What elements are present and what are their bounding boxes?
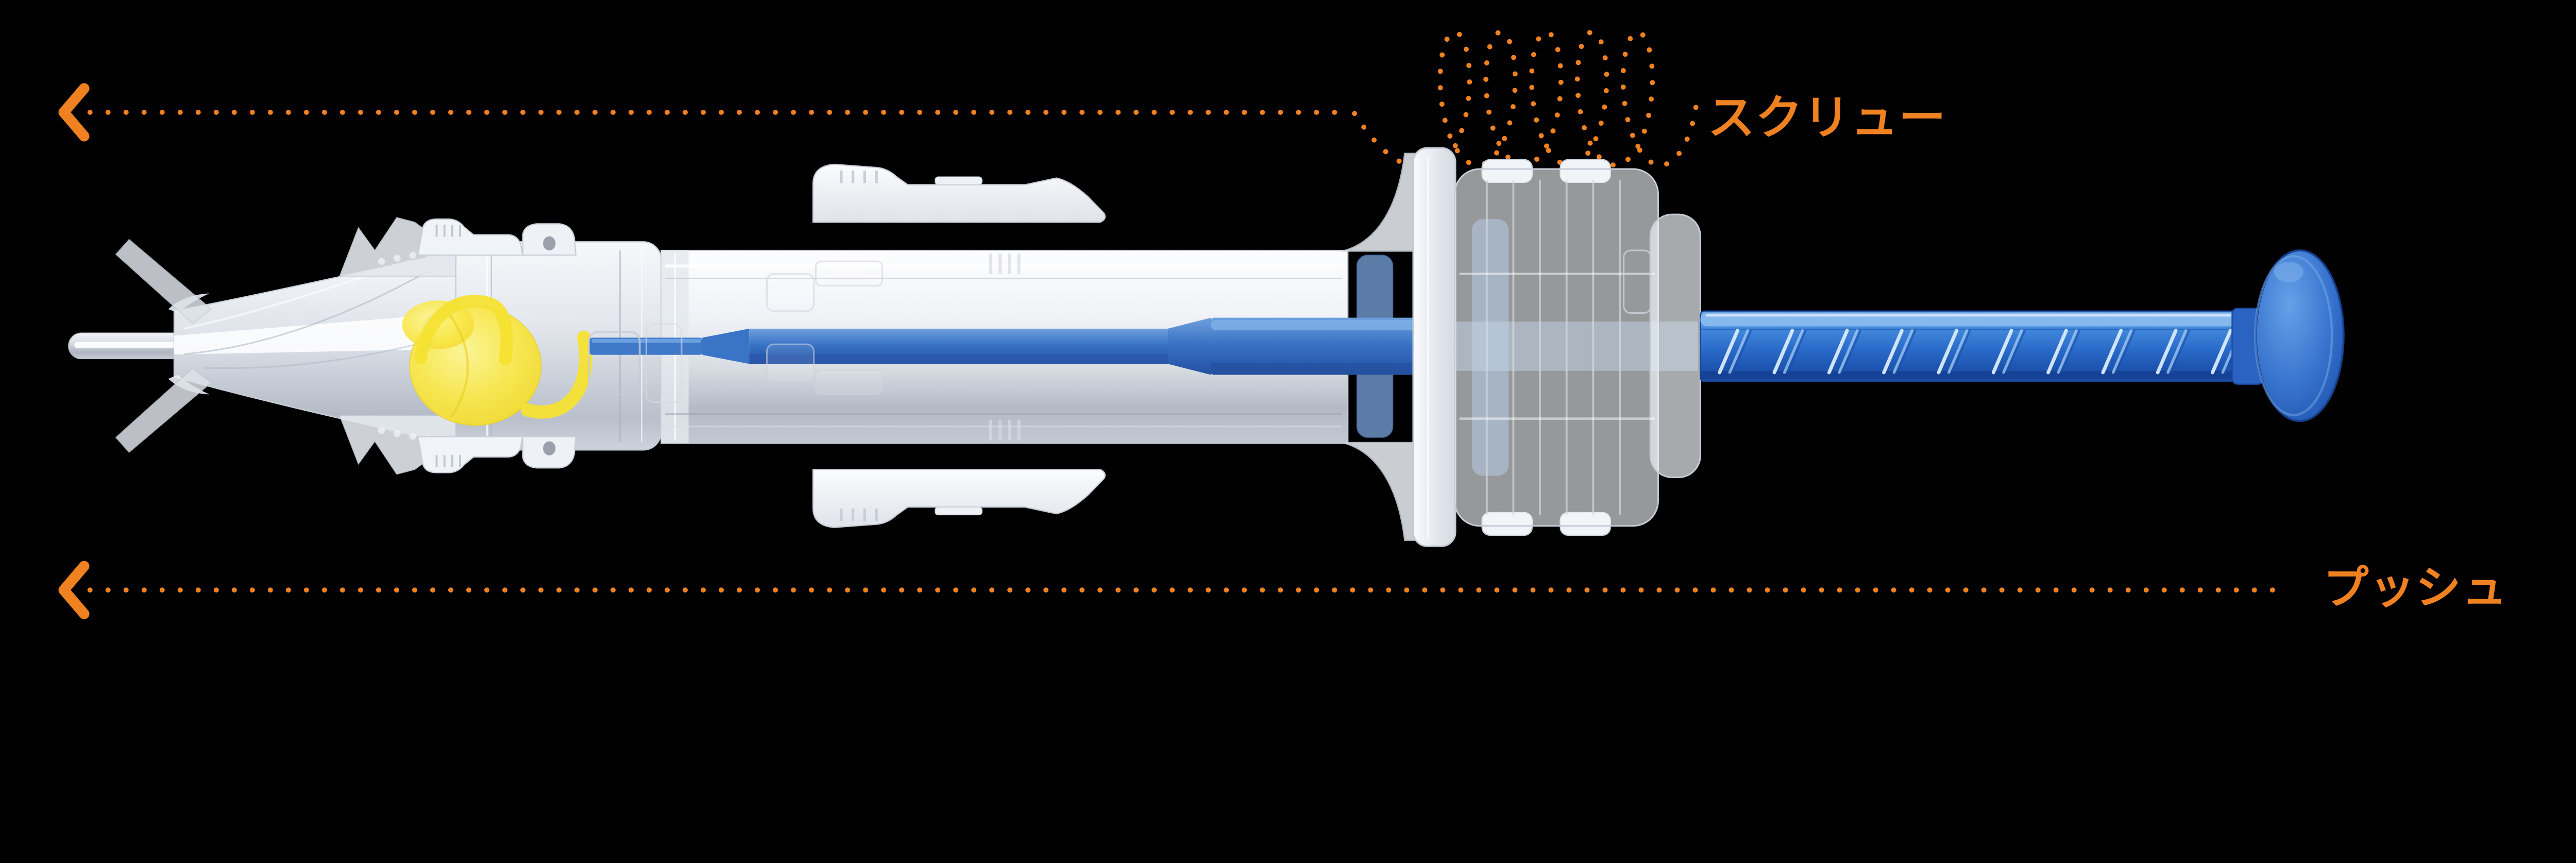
push-annotation: プッシュ	[58, 561, 2507, 619]
lens-haptic-right	[520, 330, 592, 419]
arrow-left-icon	[58, 83, 90, 142]
illustration-canvas: スクリュー プッシュ	[58, 29, 2507, 619]
barrel-ridge-ticks	[989, 253, 1021, 441]
thread-marks	[1718, 329, 2245, 375]
blue-threaded-plunger-rod	[1700, 308, 2264, 385]
lens-haptic-upper	[414, 295, 513, 366]
iol-injector-figure: スクリュー プッシュ	[58, 29, 2507, 619]
screw-label: スクリュー	[1708, 91, 1946, 145]
lock-step-blocks	[766, 260, 884, 395]
screw-knob	[1453, 159, 1701, 536]
latch-clip-top	[812, 163, 1106, 223]
blue-thumb-disc	[2253, 249, 2345, 422]
yellow-iol-lens	[402, 295, 592, 426]
screw-annotation: スクリュー	[58, 29, 1946, 170]
push-label: プッシュ	[2323, 561, 2507, 614]
tip-cannula	[68, 332, 192, 360]
barrel-details	[588, 253, 1342, 441]
tip-fins	[115, 239, 212, 453]
arrow-left-icon	[58, 561, 90, 619]
injector-device	[68, 147, 2345, 547]
latch-clip-bottom	[812, 469, 1106, 528]
knob-ribs	[1485, 180, 1621, 515]
